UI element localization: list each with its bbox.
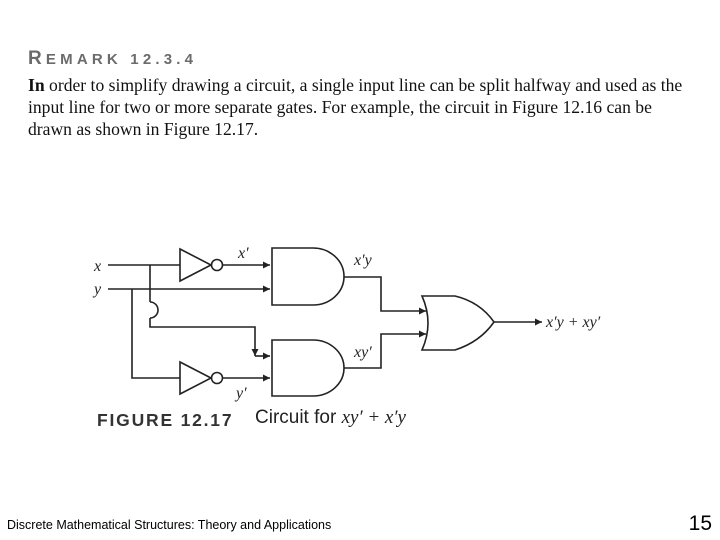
page-number: 15	[688, 512, 712, 535]
wire-y-branch	[131, 289, 180, 379]
remark-heading: REMARK 12.3.4	[28, 48, 197, 70]
wire-and-bottom-to-or	[344, 330, 426, 369]
and-gate-bottom	[271, 339, 345, 397]
and-gate-top	[271, 247, 345, 306]
wire-x-branch	[149, 265, 255, 356]
not-gate-bottom-bubble	[210, 371, 224, 385]
wire-and-top-to-or	[344, 276, 426, 315]
remark-body: In order to simplify drawing a circuit, …	[28, 74, 693, 140]
figure-caption: Circuit for xy′ + x′y	[255, 407, 406, 429]
not-gate-top	[179, 247, 213, 283]
remark-body-first-word: In	[28, 75, 45, 95]
remark-heading-initial: R	[28, 48, 46, 69]
input-y-label: y	[92, 281, 102, 298]
not-bottom-output-label: y′	[234, 385, 247, 402]
not-gate-bottom	[179, 360, 213, 396]
and-top-output-label: x′y	[353, 252, 373, 269]
figure-caption-expression: xy′ + x′y	[341, 407, 406, 428]
and-bottom-output-label: xy′	[353, 344, 372, 361]
or-output-label: x′y + xy′	[545, 314, 601, 331]
remark-heading-rest: EMARK 12.3.4	[45, 51, 198, 68]
wire-x-crossover-hump	[149, 301, 159, 319]
input-x-label: x	[93, 258, 101, 275]
not-gate-top-bubble	[210, 258, 224, 272]
footer-book-title: Discrete Mathematical Structures: Theory…	[7, 518, 332, 532]
not-top-output-label: x′	[237, 245, 249, 262]
remark-body-text: order to simplify drawing a circuit, a s…	[28, 75, 683, 139]
figure-number: FIGURE 12.17	[97, 410, 234, 430]
or-gate	[420, 295, 495, 351]
figure-caption-text: Circuit for	[255, 407, 342, 428]
